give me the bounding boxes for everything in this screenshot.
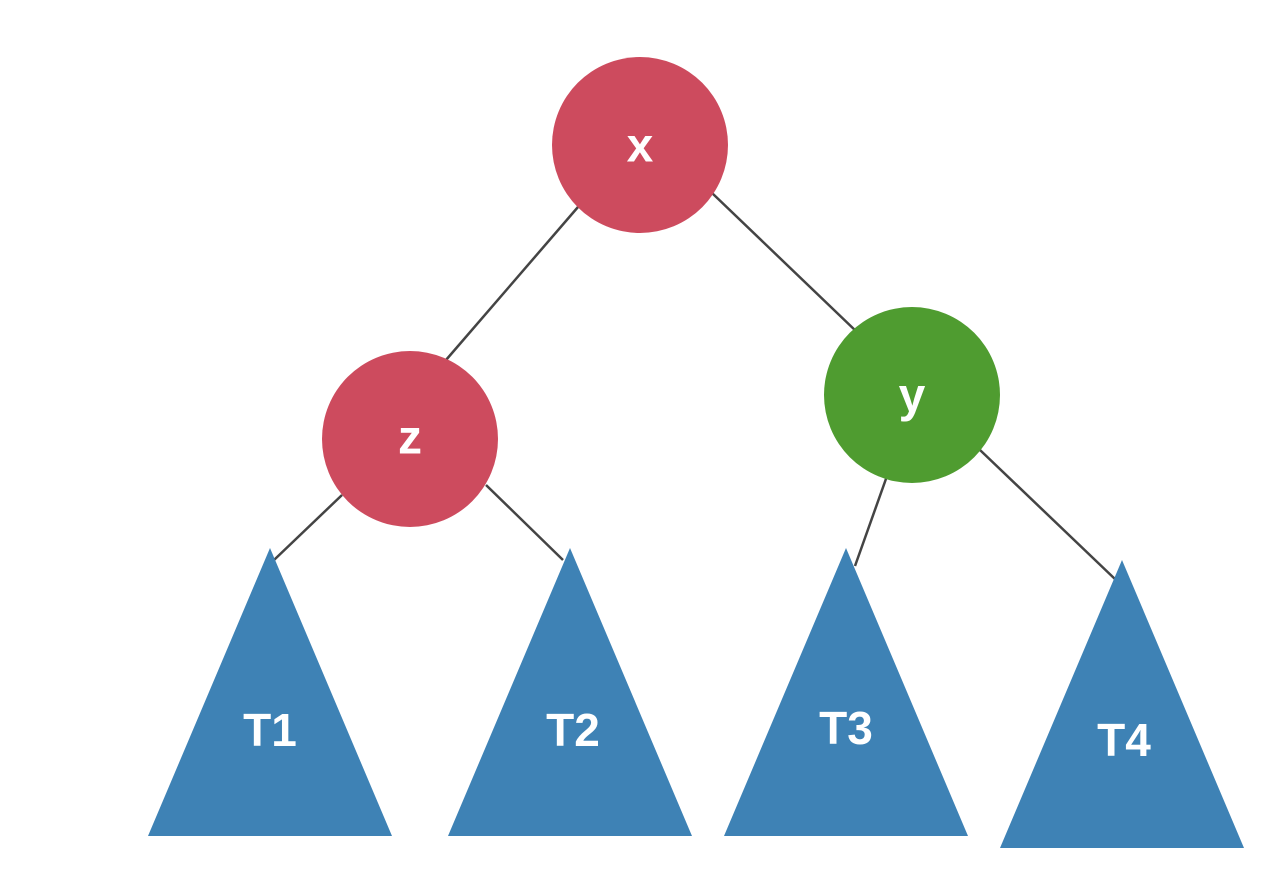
node-z-circle bbox=[322, 351, 498, 527]
subtree-t1-triangle bbox=[148, 548, 392, 836]
subtree-t1: T1 bbox=[148, 548, 392, 836]
node-z-label: z bbox=[398, 412, 422, 465]
edge-z-t1 bbox=[273, 494, 343, 561]
node-x-label: x bbox=[627, 120, 654, 173]
subtree-t4: T4 bbox=[1000, 560, 1244, 848]
subtree-t3: T3 bbox=[724, 548, 968, 836]
node-y: y bbox=[824, 307, 1000, 483]
node-x: x bbox=[552, 57, 728, 233]
edge-y-t3 bbox=[853, 475, 889, 567]
edge-y-t4 bbox=[979, 449, 1117, 581]
subtree-t4-triangle bbox=[1000, 560, 1244, 848]
node-x-circle bbox=[552, 57, 728, 233]
edge-x-z bbox=[445, 206, 579, 361]
subtree-t3-triangle bbox=[724, 548, 968, 836]
node-y-circle bbox=[824, 307, 1000, 483]
subtree-t4-label: T4 bbox=[1097, 714, 1151, 766]
node-z: z bbox=[322, 351, 498, 527]
subtree-t2: T2 bbox=[448, 548, 692, 836]
subtree-t3-label: T3 bbox=[819, 702, 873, 754]
subtree-t1-label: T1 bbox=[243, 704, 297, 756]
subtree-t2-triangle bbox=[448, 548, 692, 836]
subtree-t2-label: T2 bbox=[546, 704, 600, 756]
edge-z-t2 bbox=[485, 484, 564, 561]
node-y-label: y bbox=[899, 370, 926, 423]
edge-x-y bbox=[711, 192, 859, 334]
